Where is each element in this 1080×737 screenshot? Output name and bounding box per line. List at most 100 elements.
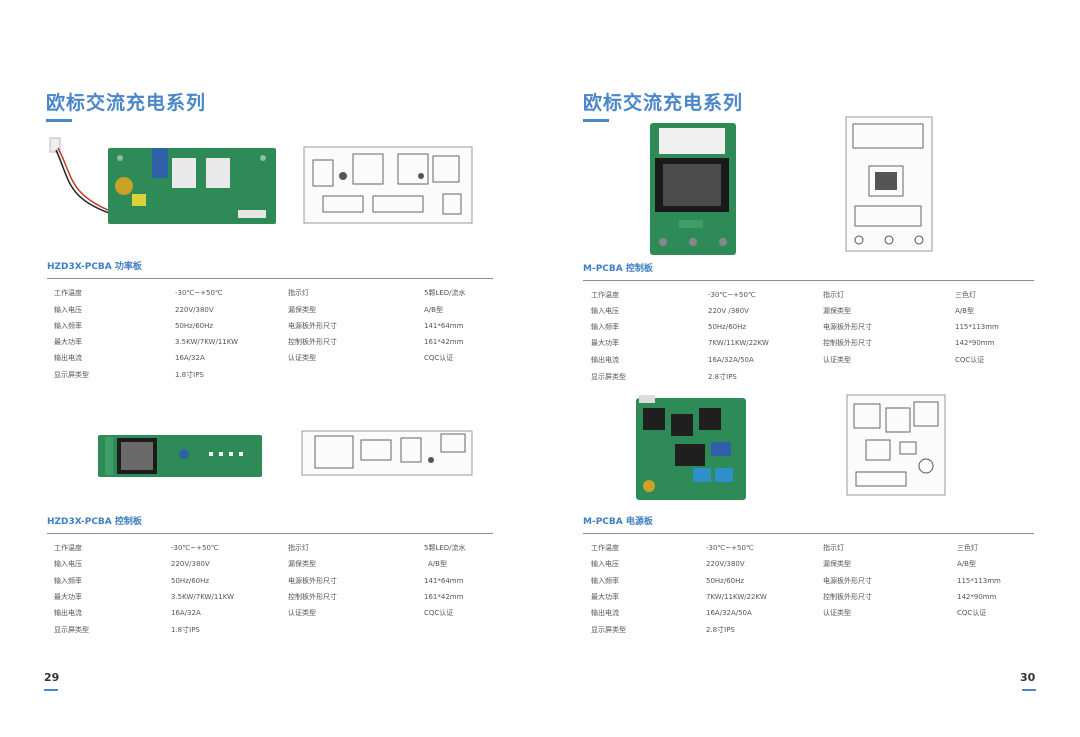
- page-title: 欧标交流充电系列: [46, 92, 207, 114]
- spec-label: 工作温度: [54, 544, 82, 552]
- page-number: 29: [44, 671, 60, 684]
- spec-value: 220V/380V: [171, 560, 210, 568]
- spec-label: 电源板外形尺寸: [288, 577, 337, 585]
- spec-label: 输入电压: [591, 307, 619, 315]
- section-rule: [47, 278, 493, 279]
- spec-value: 220V /380V: [708, 307, 749, 315]
- spec-label: 认证类型: [288, 609, 316, 617]
- m-power-board-drawing: [846, 394, 946, 496]
- spec-label: 控制板外形尺寸: [823, 339, 872, 347]
- spec-value: CQC认证: [424, 609, 454, 617]
- spec-value: 50Hz/60Hz: [175, 322, 214, 330]
- section-rule: [583, 280, 1034, 281]
- title-accent-bar: [583, 119, 609, 122]
- spec-value: -30℃~+50℃: [171, 544, 219, 552]
- spec-label: 认证类型: [823, 356, 851, 364]
- spec-label: 输出电流: [591, 356, 619, 364]
- spec-value: 50Hz/60Hz: [708, 323, 747, 331]
- spec-label: 输入频率: [591, 323, 619, 331]
- spec-value: 220V/380V: [175, 306, 214, 314]
- spec-label: 工作温度: [54, 289, 82, 297]
- spec-value: 三色灯: [955, 291, 976, 299]
- spec-label: 电源板外形尺寸: [823, 323, 872, 331]
- spec-value: 16A/32A: [171, 609, 201, 617]
- spec-value: A/B型: [424, 306, 443, 314]
- spec-label: 输入电压: [54, 560, 82, 568]
- spec-label: 控制板外形尺寸: [288, 338, 337, 346]
- page-number-underline: [1022, 689, 1036, 691]
- control-board-photo: [97, 434, 263, 478]
- spec-label: 输入频率: [54, 322, 82, 330]
- spec-label: 工作温度: [591, 291, 619, 299]
- spec-value: 220V/380V: [706, 560, 745, 568]
- spec-value: A/B型: [428, 560, 447, 568]
- spec-label: 最大功率: [591, 593, 619, 601]
- spec-value: A/B型: [955, 307, 974, 315]
- spec-label: 输出电流: [591, 609, 619, 617]
- spec-value: 三色灯: [957, 544, 978, 552]
- spec-label: 显示屏类型: [54, 371, 89, 379]
- spec-label: 输入电压: [54, 306, 82, 314]
- spec-label: 工作温度: [591, 544, 619, 552]
- spec-label: 认证类型: [823, 609, 851, 617]
- spec-value: CQC认证: [955, 356, 985, 364]
- control-board-drawing: [301, 430, 473, 476]
- spec-value: -30℃~+50℃: [706, 544, 754, 552]
- spec-label: 输出电流: [54, 609, 82, 617]
- spec-label: 漏保类型: [823, 560, 851, 568]
- spec-label: 漏保类型: [288, 306, 316, 314]
- right-page: 欧标交流充电系列 M-PCBA 控制板 工作温度 -30℃: [540, 0, 1080, 737]
- spec-label: 最大功率: [54, 338, 82, 346]
- spec-value: 161*42mm: [424, 338, 464, 346]
- section-title: HZD3X-PCBA 功率板: [47, 262, 142, 272]
- spec-value: CQC认证: [957, 609, 987, 617]
- left-page: 欧标交流充电系列: [44, 92, 493, 691]
- section-title: HZD3X-PCBA 控制板: [47, 517, 142, 527]
- spec-value: 7KW/11KW/22KW: [706, 593, 767, 601]
- m-power-board-photo: [635, 394, 747, 502]
- spec-label: 指示灯: [823, 291, 844, 299]
- spec-value: 16A/32A/50A: [708, 356, 754, 364]
- page-number-underline: [44, 689, 58, 691]
- spec-label: 控制板外形尺寸: [288, 593, 337, 601]
- spec-value: 1.8寸IPS: [171, 626, 200, 634]
- spec-value: 5颗LED/流水: [424, 289, 466, 297]
- spec-value: CQC认证: [424, 354, 454, 362]
- spec-label: 显示屏类型: [54, 626, 89, 634]
- spec-value: 141*64mm: [424, 322, 464, 330]
- spec-label: 漏保类型: [288, 560, 316, 568]
- spec-value: -30℃~+50℃: [708, 291, 756, 299]
- spec-value: 141*64mm: [424, 577, 464, 585]
- section-title: M-PCBA 电源板: [583, 517, 653, 527]
- spec-label: 指示灯: [288, 289, 309, 297]
- spec-value: 7KW/11KW/22KW: [708, 339, 769, 347]
- spec-value: A/B型: [957, 560, 976, 568]
- spec-value: 115*113mm: [955, 323, 999, 331]
- spec-value: 142*90mm: [957, 593, 997, 601]
- page-number: 30: [1020, 671, 1036, 684]
- spec-label: 电源板外形尺寸: [288, 322, 337, 330]
- spec-value: 16A/32A/50A: [706, 609, 752, 617]
- section-rule: [583, 533, 1034, 534]
- spec-label: 输入频率: [591, 577, 619, 585]
- spec-label: 输出电流: [54, 354, 82, 362]
- m-control-board-photo: [649, 122, 737, 256]
- spec-label: 漏保类型: [823, 307, 851, 315]
- spec-value: 5颗LED/流水: [424, 544, 466, 552]
- spec-label: 显示屏类型: [591, 626, 626, 634]
- spec-value: 2.8寸IPS: [708, 373, 737, 381]
- spec-value: 2.8寸IPS: [706, 626, 735, 634]
- section-title: M-PCBA 控制板: [583, 264, 653, 274]
- section-rule: [47, 533, 493, 534]
- spec-value: 3.5KW/7KW/11KW: [175, 338, 238, 346]
- power-board-drawing: [303, 146, 473, 224]
- power-board-photo: [48, 136, 280, 226]
- spec-value: 50Hz/60Hz: [171, 577, 210, 585]
- spec-label: 控制板外形尺寸: [823, 593, 872, 601]
- spec-value: 161*42mm: [424, 593, 464, 601]
- spec-value: 1.8寸IPS: [175, 371, 204, 379]
- spec-value: 16A/32A: [175, 354, 205, 362]
- page-title: 欧标交流充电系列: [583, 92, 744, 114]
- spec-label: 输入电压: [591, 560, 619, 568]
- spec-label: 最大功率: [54, 593, 82, 601]
